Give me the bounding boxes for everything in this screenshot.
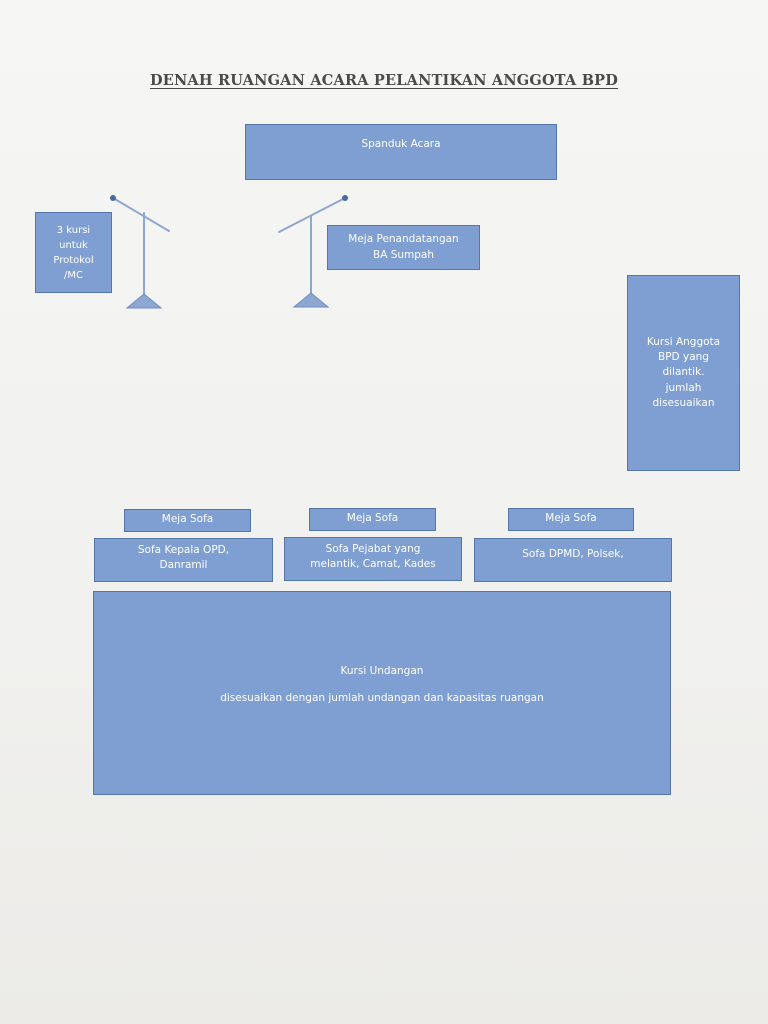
sofa-left-label: Sofa Kepala OPD, Danramil [137,544,230,572]
oath-signing-table: Meja Penandatangan BA Sumpah [327,225,480,270]
sofa-center-label: Sofa Pejabat yang melantik, Camat, Kades [310,543,436,571]
protocol-mc-seats: 3 kursi untuk Protokol /MC [35,212,112,293]
sofa-center: Sofa Pejabat yang melantik, Camat, Kades [284,537,462,581]
sofa-table-center-label: Meja Sofa [346,511,399,524]
sofa-table-center: Meja Sofa [309,508,436,531]
bpd-member-seats-label: Kursi Anggota BPD yang dilantik. jumlah … [646,335,721,409]
banner-area: Spanduk Acara [245,124,557,180]
sofa-right: Sofa DPMD, Polsek, [474,538,672,582]
sofa-left: Sofa Kepala OPD, Danramil [94,538,273,582]
sofa-table-left-label: Meja Sofa [161,512,214,525]
guest-seating-area: Kursi Undangan disesuaikan dengan jumlah… [93,591,671,795]
oath-signing-table-label: Meja Penandatangan BA Sumpah [348,233,459,261]
sofa-table-left: Meja Sofa [124,509,251,532]
sofa-table-right: Meja Sofa [508,508,634,531]
page-title: DENAH RUANGAN ACARA PELANTIKAN ANGGOTA B… [149,72,619,89]
sofa-table-right-label: Meja Sofa [545,511,597,524]
guest-seating-note: disesuaikan dengan jumlah undangan dan k… [220,692,544,705]
protocol-mc-label: 3 kursi untuk Protokol /MC [53,224,94,281]
microphone-stand-icon [110,195,170,309]
microphone-stand-icon [278,195,348,308]
guest-seating-label: Kursi Undangan [340,665,424,677]
banner-label: Spanduk Acara [361,138,441,150]
sofa-right-label: Sofa DPMD, Polsek, [522,548,624,560]
bpd-member-seats: Kursi Anggota BPD yang dilantik. jumlah … [627,275,740,471]
